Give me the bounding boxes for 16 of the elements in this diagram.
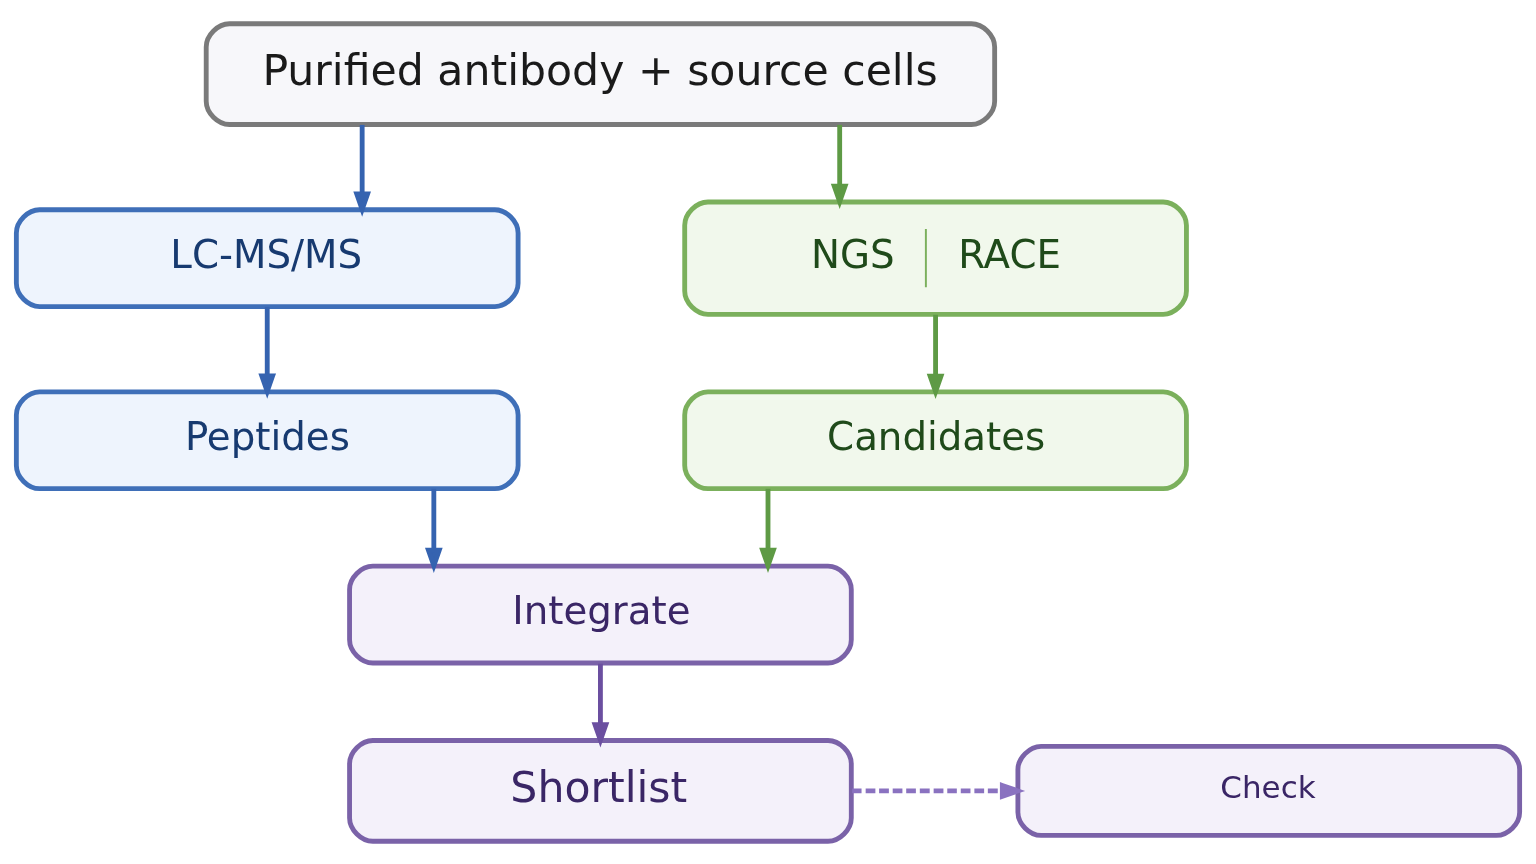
arrow — [852, 781, 1026, 800]
node-box: Check — [1015, 743, 1523, 838]
arrow — [425, 488, 443, 573]
node-box: Purified antibody + source cells — [203, 20, 998, 127]
node-box: LC-MS/MS — [13, 206, 521, 309]
arrow — [591, 663, 610, 748]
node-box: NGS RACE — [682, 199, 1189, 317]
arrow — [926, 314, 945, 399]
arrow — [759, 488, 777, 573]
node-box: Shortlist — [347, 737, 854, 844]
node-box: Peptides — [13, 388, 521, 491]
arrow — [353, 124, 371, 217]
node-box: Candidates — [682, 388, 1189, 491]
arrow — [258, 306, 277, 399]
node-box: Integrate — [347, 563, 854, 665]
arrow — [830, 124, 849, 209]
